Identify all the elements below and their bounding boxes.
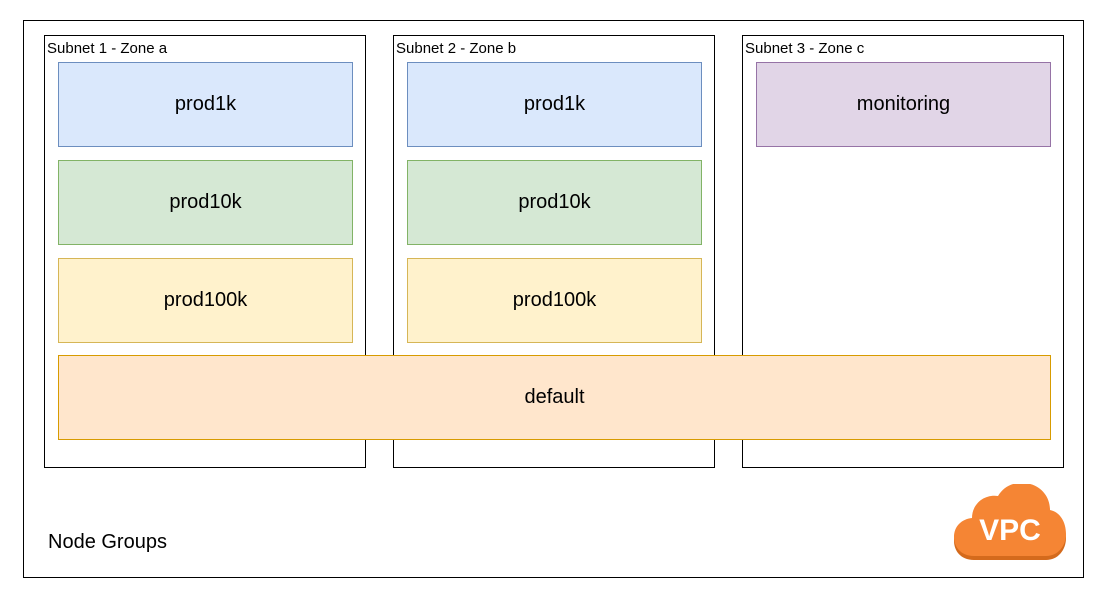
node-groups-caption: Node Groups bbox=[48, 531, 167, 553]
node-group-prod10k: prod10k bbox=[407, 160, 702, 245]
node-group-prod100k: prod100k bbox=[407, 258, 702, 343]
node-group-prod10k: prod10k bbox=[58, 160, 353, 245]
node-group-default: default bbox=[58, 355, 1051, 440]
node-group-prod1k: prod1k bbox=[407, 62, 702, 147]
node-group-label: prod1k bbox=[523, 93, 586, 115]
node-group-label: prod10k bbox=[518, 191, 591, 213]
node-group-monitoring: monitoring bbox=[756, 62, 1051, 147]
node-group-label: prod100k bbox=[163, 289, 248, 311]
node-group-prod1k: prod1k bbox=[58, 62, 353, 147]
subnet-label: Subnet 3 - Zone c bbox=[745, 40, 865, 57]
vpc-icon-text: VPC bbox=[979, 514, 1041, 547]
subnet-label: Subnet 1 - Zone a bbox=[47, 40, 168, 57]
node-group-label: prod100k bbox=[512, 289, 597, 311]
subnet-label: Subnet 2 - Zone b bbox=[396, 40, 517, 57]
vpc-cloud-icon: VPC bbox=[954, 484, 1066, 560]
node-group-label: prod10k bbox=[169, 191, 242, 213]
cloud-shape bbox=[954, 484, 1066, 560]
node-group-label: monitoring bbox=[856, 93, 951, 115]
node-group-label: default bbox=[524, 386, 585, 408]
node-group-label: prod1k bbox=[174, 93, 237, 115]
node-group-prod100k: prod100k bbox=[58, 258, 353, 343]
